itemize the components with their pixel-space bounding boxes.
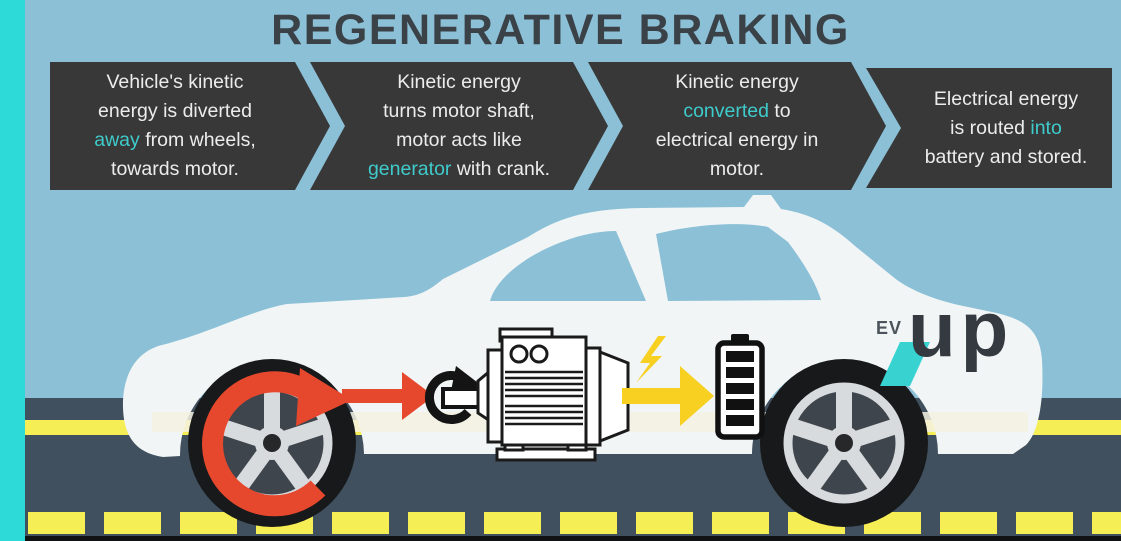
step-line: Kinetic energy (354, 68, 564, 97)
lane-dash (712, 512, 769, 534)
motor-icon (476, 327, 630, 462)
road-bottom-strip (25, 536, 1121, 541)
step-text-segment: Kinetic energy (397, 71, 521, 93)
rear-wheel (760, 359, 928, 527)
step-line: electrical energy in (632, 126, 842, 155)
step-text-highlight: away (94, 129, 140, 151)
step-text-segment: towards motor. (111, 158, 239, 180)
step-text-highlight: into (1030, 116, 1062, 139)
step-text-segment: to (768, 100, 791, 122)
step-text-segment: electrical energy in (655, 129, 819, 151)
front-window (490, 231, 646, 301)
kinetic-arrow-icon (342, 372, 434, 420)
step-line: generator with crank. (354, 155, 564, 184)
step-text-highlight: converted (683, 100, 769, 122)
step-text-segment: Kinetic energy (675, 71, 799, 93)
page-title: REGENERATIVE BRAKING (271, 6, 850, 54)
step-box-2: Kinetic energy turns motor shaft, motor ac… (310, 62, 608, 190)
lane-dash (636, 512, 693, 534)
step-line: energy is diverted (62, 97, 288, 126)
step-text-segment: motor. (709, 158, 765, 180)
step-text-segment: Electrical energy (933, 87, 1079, 110)
lane-dash (560, 512, 617, 534)
step-line: is routed into (912, 114, 1100, 143)
brake-disc-arrow-icon (202, 368, 352, 517)
step-line: motor acts like (354, 126, 564, 155)
step-line: turns motor shaft, (354, 97, 564, 126)
step-text-segment: Vehicle's kinetic (106, 71, 244, 93)
step-text-segment: turns motor shaft, (383, 100, 535, 122)
step-line: Vehicle's kinetic (62, 68, 288, 97)
step-text-segment: battery and stored. (924, 145, 1088, 168)
crank-icon (424, 366, 486, 424)
step-text-highlight: generator (367, 158, 452, 180)
step-text-segment: is routed (950, 116, 1031, 139)
step-line: towards motor. (62, 155, 288, 184)
step-line: Electrical energy (912, 85, 1100, 114)
lightning-icon (636, 336, 666, 383)
step-box-1: Vehicle's kinetic energy is diverted away … (50, 62, 330, 190)
step-line: away from wheels, (62, 126, 288, 155)
lane-dash (28, 512, 85, 534)
rear-window (656, 224, 821, 301)
step-box-3: Kinetic energy converted to electrical ene… (588, 62, 886, 190)
lane-dash (104, 512, 161, 534)
step-line: battery and stored. (912, 143, 1100, 172)
lane-dash (332, 512, 389, 534)
energy-arrow-icon (622, 366, 714, 426)
lane-dash (1092, 512, 1121, 534)
battery-icon (715, 334, 765, 440)
lane-dash (180, 512, 237, 534)
side-mirror (459, 275, 485, 305)
left-accent-stripe (0, 0, 25, 541)
lane-dash (1016, 512, 1073, 534)
step-text-segment: energy is diverted (98, 100, 252, 122)
step-line: Kinetic energy (632, 68, 842, 97)
step-text-segment: motor acts like (396, 129, 522, 151)
step-text-segment: with crank. (451, 158, 551, 180)
step-line: motor. (632, 155, 842, 184)
lane-dash (940, 512, 997, 534)
step-line: converted to (632, 97, 842, 126)
lane-dash (484, 512, 541, 534)
step-text-segment: from wheels, (139, 129, 256, 151)
lane-dash (408, 512, 465, 534)
